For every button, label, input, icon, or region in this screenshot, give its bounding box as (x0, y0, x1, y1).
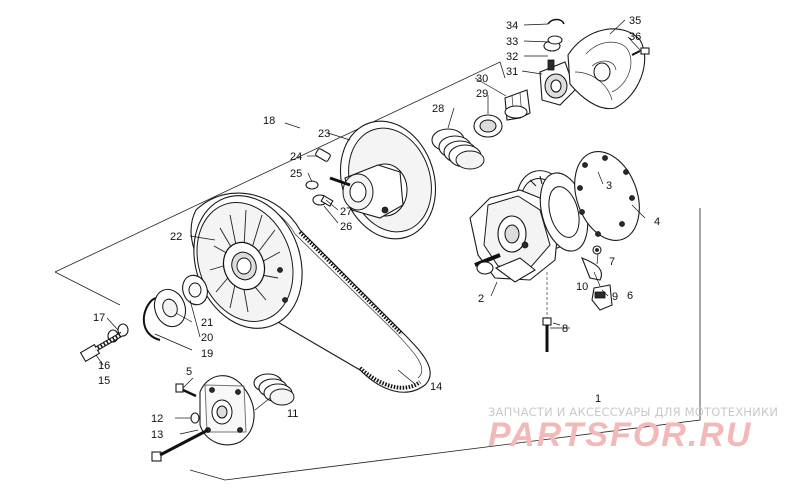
callout-34: 34 (506, 20, 518, 32)
watermark-caption: ЗАПЧАСТИ И АКСЕССУАРЫ ДЛЯ МОТОТЕХНИКИ (488, 405, 778, 419)
callout-18: 18 (263, 115, 275, 127)
stationary-sheave (329, 120, 437, 240)
callout-labels: 1 2 3 4 5 6 7 8 9 10 11 12 13 14 15 16 1… (93, 15, 660, 441)
callout-22: 22 (170, 231, 182, 243)
spring-clip (547, 18, 565, 25)
weight-arm (591, 284, 613, 311)
callout-7: 7 (609, 256, 615, 268)
shoe-9 (581, 257, 602, 281)
callout-28: 28 (432, 103, 444, 115)
cam-helix (504, 89, 531, 121)
cam-housing (539, 59, 576, 106)
watermark-brand: PARTSFOR.RU (488, 416, 752, 454)
callout-17: 17 (93, 312, 105, 324)
callout-16: 16 (98, 360, 110, 372)
thrust-washer (153, 288, 187, 328)
callout-5: 5 (186, 366, 192, 378)
callout-29: 29 (476, 88, 488, 100)
driven-sheave (193, 195, 303, 329)
assembly-outline-1 (189, 208, 701, 481)
callout-31: 31 (506, 66, 518, 78)
watermark: ЗАПЧАСТИ И АКСЕССУАРЫ ДЛЯ МОТОТЕХНИКИ PA… (488, 405, 778, 454)
clutch-spring (431, 128, 485, 170)
callout-26: 26 (340, 221, 352, 233)
driven-spring (253, 373, 295, 406)
callout-9: 9 (612, 291, 618, 303)
callout-10: 10 (576, 281, 588, 293)
callout-13: 13 (151, 429, 163, 441)
arm-bolt (542, 272, 552, 352)
callout-14: 14 (430, 381, 442, 393)
o-ring (547, 35, 563, 45)
cover-bolt-5 (175, 383, 197, 398)
cap-screw (79, 331, 124, 363)
pin-roller (315, 148, 331, 162)
callout-24: 24 (290, 151, 302, 163)
leader-lines (95, 19, 646, 435)
bearing (473, 114, 503, 138)
callout-25: 25 (290, 168, 302, 180)
long-bolt-13 (151, 428, 209, 462)
callout-33: 33 (506, 36, 518, 48)
assembly-outline-18 (54, 61, 506, 306)
callout-35: 35 (629, 15, 641, 27)
callout-4: 4 (654, 216, 660, 228)
callout-2: 2 (478, 293, 484, 305)
callout-19: 19 (201, 348, 213, 360)
callout-20: 20 (201, 332, 213, 344)
callout-23: 23 (318, 128, 330, 140)
callout-12: 12 (151, 413, 163, 425)
cover-housing (567, 28, 646, 110)
cover-plate (574, 151, 640, 241)
callout-11: 11 (287, 408, 298, 420)
callout-32: 32 (506, 51, 518, 63)
driven-cover (199, 375, 255, 446)
callout-15: 15 (98, 375, 110, 387)
callout-21: 21 (201, 317, 213, 329)
callout-30: 30 (476, 73, 488, 85)
callout-6: 6 (627, 290, 633, 302)
callout-1: 1 (595, 393, 601, 405)
callout-8: 8 (562, 323, 568, 335)
nut-7 (592, 245, 602, 255)
callout-27: 27 (340, 206, 352, 218)
callout-3: 3 (606, 180, 612, 192)
callout-36: 36 (629, 31, 641, 43)
spacer-washer (182, 274, 208, 306)
washer-12 (190, 412, 200, 424)
